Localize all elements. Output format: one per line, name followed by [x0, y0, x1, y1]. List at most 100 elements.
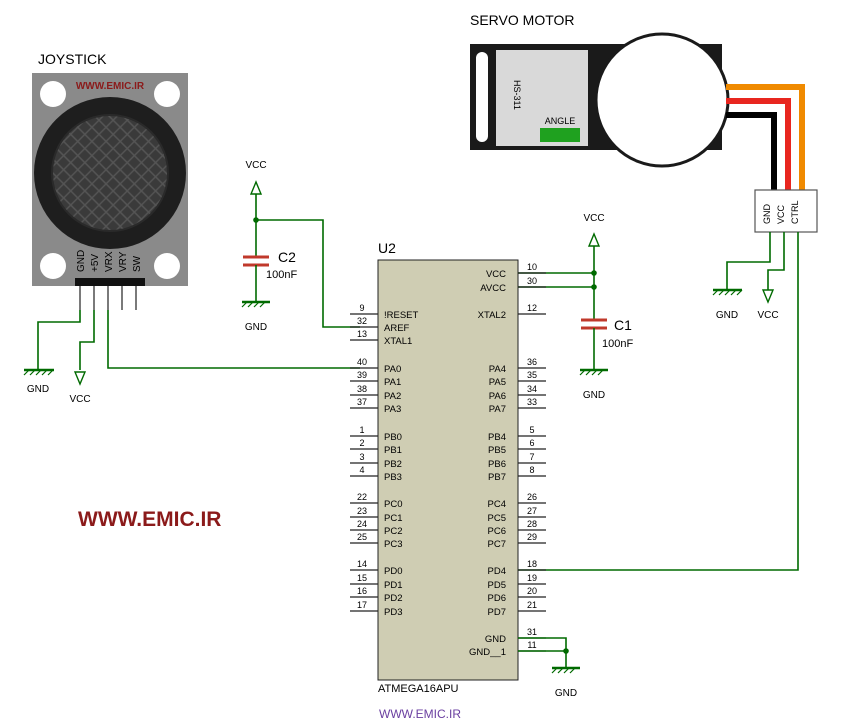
mcu-pin-name: PA3 [384, 404, 401, 415]
mcu-pin-number: 22 [357, 492, 367, 502]
ground-symbol-servo: GND [712, 288, 743, 321]
mcu-pin-name: AVCC [480, 283, 506, 294]
watermark-bottom: WWW.EMIC.IR [379, 707, 461, 721]
joystick-pin-label: GND [76, 250, 87, 272]
mcu-pin-name: PB3 [384, 472, 402, 483]
mcu-pin-name: PC3 [384, 539, 402, 550]
mcu-pin-number: 20 [527, 586, 537, 596]
servo-pin-label: VCC [776, 204, 786, 224]
mcu-pin-number: 12 [527, 303, 537, 313]
mcu-pin-number: 26 [527, 492, 537, 502]
mcu-pin-name: PA6 [489, 391, 506, 402]
mcu-pin-number: 19 [527, 573, 537, 583]
mcu-part: ATMEGA16APU [378, 683, 459, 695]
mount-hole-icon [154, 81, 180, 107]
mcu-pin-number: 15 [357, 573, 367, 583]
mcu-pin-name: PD7 [488, 607, 506, 618]
vcc-label: VCC [245, 160, 266, 171]
joystick-stick-icon[interactable] [51, 114, 169, 232]
servo-pin-label: GND [762, 204, 772, 225]
mcu-pin-number: 16 [357, 586, 367, 596]
mcu-pin-number: 31 [527, 627, 537, 637]
servo-wire-gnd [726, 112, 777, 190]
mcu-pin-name: PB6 [488, 459, 506, 470]
mcu-pin-number: 2 [359, 438, 364, 448]
mcu-pin-number: 33 [527, 397, 537, 407]
mcu-pin-number: 36 [527, 357, 537, 367]
mcu-pin-number: 1 [359, 425, 364, 435]
mcu-pin-name: VCC [486, 269, 506, 280]
joystick-pin-label: VRX [104, 251, 115, 272]
joystick-module: JOYSTICK WWW.EMIC.IR GND +5V VRX VRY SW [32, 51, 188, 310]
ground-symbol-mcu: GND [518, 637, 580, 699]
mcu-pin-number: 5 [529, 425, 534, 435]
mcu-pin-number: 30 [527, 276, 537, 286]
mcu-pin-name: PC4 [488, 499, 506, 510]
ground-symbol-joystick: GND [23, 368, 54, 395]
vcc-arrow-servo: VCC [757, 289, 779, 321]
mcu-pin-number: 7 [529, 452, 534, 462]
mcu-pin-name: PA0 [384, 364, 401, 375]
joystick-pin-label: SW [132, 255, 143, 272]
mcu-pin-name: PC5 [488, 513, 506, 524]
mcu-atmega16: U2 ATMEGA16APU 9!RESET32AREF13XTAL140PA0… [350, 240, 546, 695]
c1-ref: C1 [614, 317, 632, 333]
mcu-pin-name: PD1 [384, 580, 402, 591]
gnd-label: GND [245, 322, 267, 333]
mcu-pin-name: PA2 [384, 391, 401, 402]
mcu-pin-name: PC6 [488, 526, 506, 537]
mcu-pin-name: PB7 [488, 472, 506, 483]
mcu-pin-name: XTAL1 [384, 336, 412, 347]
mcu-pin-number: 6 [529, 438, 534, 448]
mcu-pin-name: PC2 [384, 526, 402, 537]
mcu-pin-number: 28 [527, 519, 537, 529]
servo-horn-icon[interactable] [594, 32, 730, 168]
mcu-left-pins: 9!RESET32AREF13XTAL140PA039PA138PA237PA3… [350, 303, 419, 618]
mcu-pin-number: 9 [359, 303, 364, 313]
joystick-wires [37, 310, 360, 370]
servo-model: HS-311 [512, 80, 522, 110]
vcc-label: VCC [69, 394, 90, 405]
servo-wire-ctrl [726, 84, 805, 190]
joystick-pin-label: +5V [90, 254, 101, 272]
vcc-arrow-joystick: VCC [69, 371, 91, 405]
mcu-pin-number: 32 [357, 316, 367, 326]
mcu-pin-name: PA7 [489, 404, 506, 415]
capacitor-c2: VCC C2 100nF GND [241, 160, 360, 333]
mount-hole-icon [154, 253, 180, 279]
mcu-pin-number: 25 [357, 532, 367, 542]
vcc-label: VCC [583, 213, 604, 224]
watermark-main: WWW.EMIC.IR [78, 508, 221, 531]
mcu-pin-name: PC7 [488, 539, 506, 550]
mcu-pin-name: PC0 [384, 499, 402, 510]
joystick-pin-label: VRY [118, 251, 129, 272]
joystick-header [75, 278, 145, 286]
mcu-pin-name: PA5 [489, 377, 506, 388]
mcu-pin-name: PB4 [488, 432, 506, 443]
mcu-pin-number: 11 [527, 640, 536, 650]
mcu-ref: U2 [378, 240, 396, 256]
mcu-pin-name: PA1 [384, 377, 401, 388]
mcu-pin-number: 29 [527, 532, 537, 542]
mcu-pin-number: 39 [357, 370, 367, 380]
gnd-label: GND [716, 310, 738, 321]
mcu-pin-name: AREF [384, 323, 410, 334]
servo-angle-label: ANGLE [545, 116, 576, 126]
servo-angle-indicator [540, 128, 580, 142]
mcu-pin-name: PD2 [384, 593, 402, 604]
mcu-pin-name: PB5 [488, 445, 506, 456]
servo-wire-vcc [726, 98, 791, 190]
c2-ref: C2 [278, 249, 296, 265]
mount-hole-icon [40, 81, 66, 107]
mcu-pin-number: 21 [527, 600, 537, 610]
c2-value: 100nF [266, 269, 297, 281]
capacitor-c1: VCC C1 100nF GND [518, 213, 633, 401]
vcc-label: VCC [757, 310, 778, 321]
mcu-pin-name: PA4 [489, 364, 506, 375]
mount-hole-icon [40, 253, 66, 279]
joystick-title: JOYSTICK [38, 51, 107, 67]
servo-pin-label: CTRL [790, 200, 800, 224]
mcu-pin-number: 38 [357, 384, 367, 394]
